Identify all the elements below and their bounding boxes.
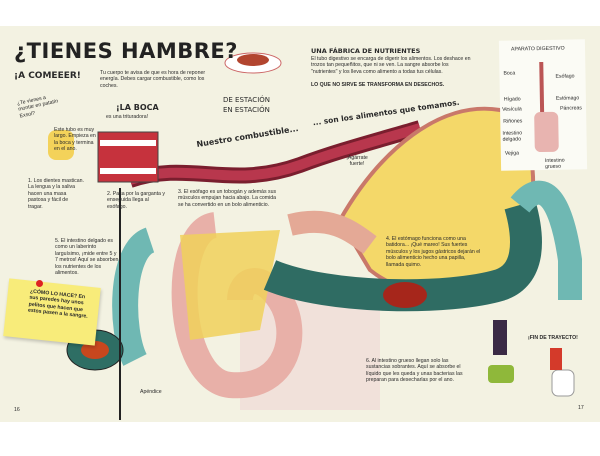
diagram-label: Intestino delgado bbox=[502, 130, 523, 144]
diagram-label: Estómago bbox=[555, 95, 580, 102]
colon-transverse bbox=[263, 200, 542, 312]
banana-rider bbox=[48, 130, 74, 160]
step-5: 5. El intestino delgado es como un laber… bbox=[55, 238, 119, 277]
pin-icon bbox=[36, 280, 43, 287]
toilet bbox=[551, 369, 575, 397]
factory-heading: UNA FÁBRICA DE NUTRIENTES bbox=[311, 47, 421, 55]
diagram-label: Hígado bbox=[503, 96, 521, 103]
intestine-diagram bbox=[534, 111, 559, 153]
mouth-heading: ¡LA BOCA bbox=[116, 103, 159, 112]
step-2: 2. Pasa por la garganta y enseguida lleg… bbox=[107, 191, 165, 210]
step-3: 3. El esófago es un tobogán y además sus… bbox=[178, 189, 277, 208]
mouth bbox=[97, 131, 159, 183]
diagram-label: Vejiga bbox=[504, 150, 520, 157]
diagram-label: Páncreas bbox=[560, 105, 583, 112]
pot bbox=[488, 365, 514, 383]
factory-body: El tubo digestivo se encarga de digerir … bbox=[311, 56, 471, 75]
step-4: 4. El estómago funciona como una batidor… bbox=[386, 236, 481, 268]
page-number-right: 17 bbox=[578, 405, 584, 411]
diagram-label: Esófago bbox=[555, 73, 575, 80]
digestive-diagram-card: APARATO DIGESTIVO Boca Esófago Hígado Es… bbox=[498, 39, 588, 171]
note-text: ¿CÓMO LO HACE? En sus paredes hay unos p… bbox=[27, 288, 88, 320]
page-title: ¿TIENES HAMBRE? bbox=[14, 39, 238, 63]
factory-caps: LO QUE NO SIRVE SE TRANSFORMA EN DESECHO… bbox=[311, 82, 445, 88]
tube-text: Este tubo es muy largo. Empieza en la bo… bbox=[54, 127, 96, 153]
diagram-label: Boca bbox=[503, 70, 516, 77]
intro-text: Tu cuerpo te avisa de que es hora de rep… bbox=[100, 70, 206, 89]
step-1: 1. Los dientes mastican. La lengua y la … bbox=[28, 178, 84, 210]
colon-descending bbox=[510, 180, 582, 300]
diagram-title: APARATO DIGESTIVO bbox=[510, 45, 565, 53]
end-label: ¡FIN DE TRAYECTO! bbox=[528, 335, 578, 341]
step-6: 6. Al intestino grueso llegan solo las s… bbox=[366, 358, 463, 384]
diagram-label: Riñones bbox=[503, 118, 523, 125]
colon-ascending bbox=[112, 227, 157, 366]
appendix-label: Apéndice bbox=[140, 389, 162, 395]
page-subtitle: ¡A COMEEER! bbox=[14, 71, 81, 81]
duodenum bbox=[287, 210, 377, 254]
page-number-left: 16 bbox=[14, 407, 20, 413]
esophagus-diagram bbox=[539, 61, 545, 113]
diagram-label: Vesícula bbox=[502, 106, 522, 113]
mouth-sub: es una trituradora! bbox=[106, 114, 149, 120]
sticky-note: ¿CÓMO LO HACE? En sus paredes hay unos p… bbox=[3, 278, 101, 346]
diagram-label: Intestino grueso bbox=[544, 157, 565, 171]
hold-on-speech: ¡Agárrate fuerte! bbox=[346, 155, 368, 168]
station-heading: DE ESTACIÓN EN ESTACIÓN bbox=[223, 96, 271, 114]
